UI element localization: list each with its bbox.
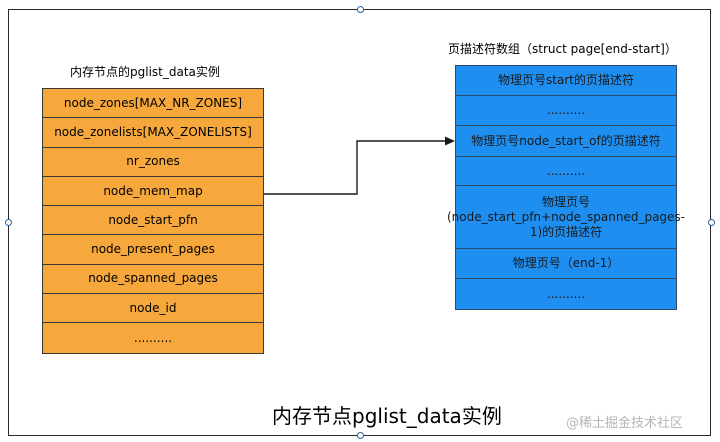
- right-block-title: 页描述符数组（struct page[end-start]）: [448, 42, 677, 56]
- page-row-node-end: 物理页号(node_start_pfn+node_spanned_pages-1…: [447, 186, 685, 249]
- field-node-zones: node_zones[MAX_NR_ZONES]: [43, 89, 263, 119]
- field-node-present-pages: node_present_pages: [43, 235, 263, 265]
- left-resize-handle[interactable]: [5, 219, 12, 226]
- field-nr-zones: nr_zones: [43, 148, 263, 177]
- field-node-mem-map: node_mem_map: [43, 177, 263, 207]
- pglist-data-struct: node_zones[MAX_NR_ZONES] node_zonelists[…: [42, 88, 264, 354]
- page-row-ellipsis-2: ..........: [456, 157, 676, 186]
- page-row-node-start: 物理页号node_start_of的页描述符: [456, 126, 676, 157]
- page-row-start: 物理页号start的页描述符: [456, 66, 676, 96]
- bottom-resize-handle[interactable]: [357, 432, 364, 439]
- field-node-spanned-pages: node_spanned_pages: [43, 265, 263, 295]
- page-row-end-1: 物理页号（end-1）: [456, 249, 676, 279]
- watermark: @稀土掘金技术社区: [566, 416, 684, 431]
- page-row-ellipsis-1: ..........: [456, 96, 676, 126]
- field-ellipsis: ..........: [133, 330, 173, 345]
- page-descriptor-array: 物理页号start的页描述符 .......... 物理页号node_start…: [447, 65, 685, 310]
- top-resize-handle[interactable]: [357, 6, 364, 13]
- field-node-start-pfn: node_start_pfn: [43, 206, 263, 236]
- left-block-title: 内存节点的pglist_data实例: [70, 65, 220, 79]
- right-resize-handle[interactable]: [708, 219, 715, 226]
- field-node-zonelists: node_zonelists[MAX_ZONELISTS]: [43, 118, 263, 148]
- diagram-caption: 内存节点pglist_data实例: [272, 404, 502, 428]
- field-node-id: node_id: [43, 294, 263, 324]
- page-row-ellipsis-3: ..........: [546, 286, 586, 301]
